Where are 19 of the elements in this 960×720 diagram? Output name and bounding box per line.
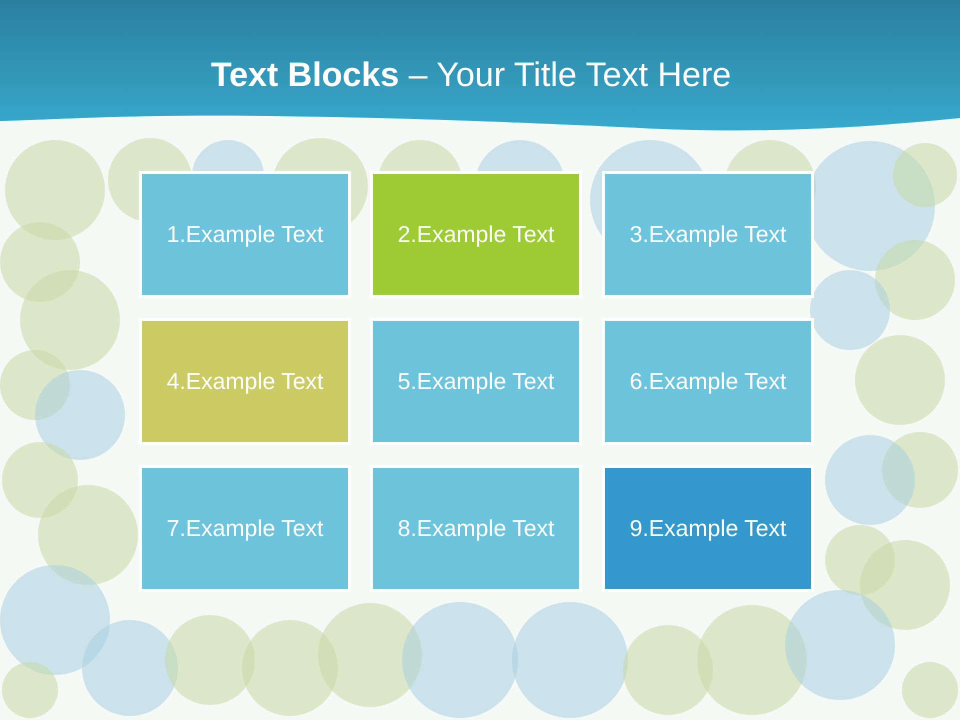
slide-title: Text Blocks – Your Title Text Here	[210, 55, 732, 96]
text-block	[602, 171, 814, 298]
text-block	[602, 318, 814, 445]
block-text: 7.Example Text	[166, 515, 324, 542]
text-block	[370, 171, 582, 298]
text-block	[139, 171, 351, 298]
text-block	[139, 318, 351, 445]
block-text: 8.Example Text	[398, 515, 554, 542]
block-text: 3.Example Text	[630, 221, 786, 248]
text-block	[370, 318, 582, 445]
block-text: 6.Example Text	[630, 368, 786, 395]
block-text: 2.Example Text	[398, 221, 554, 248]
text-block	[139, 465, 351, 592]
block-text: 1.Example Text	[166, 221, 324, 248]
text-block	[370, 465, 582, 592]
text-block	[602, 465, 814, 592]
block-text: 5.Example Text	[398, 368, 554, 395]
block-text: 4.Example Text	[166, 368, 324, 395]
block-text: 9.Example Text	[630, 515, 786, 542]
